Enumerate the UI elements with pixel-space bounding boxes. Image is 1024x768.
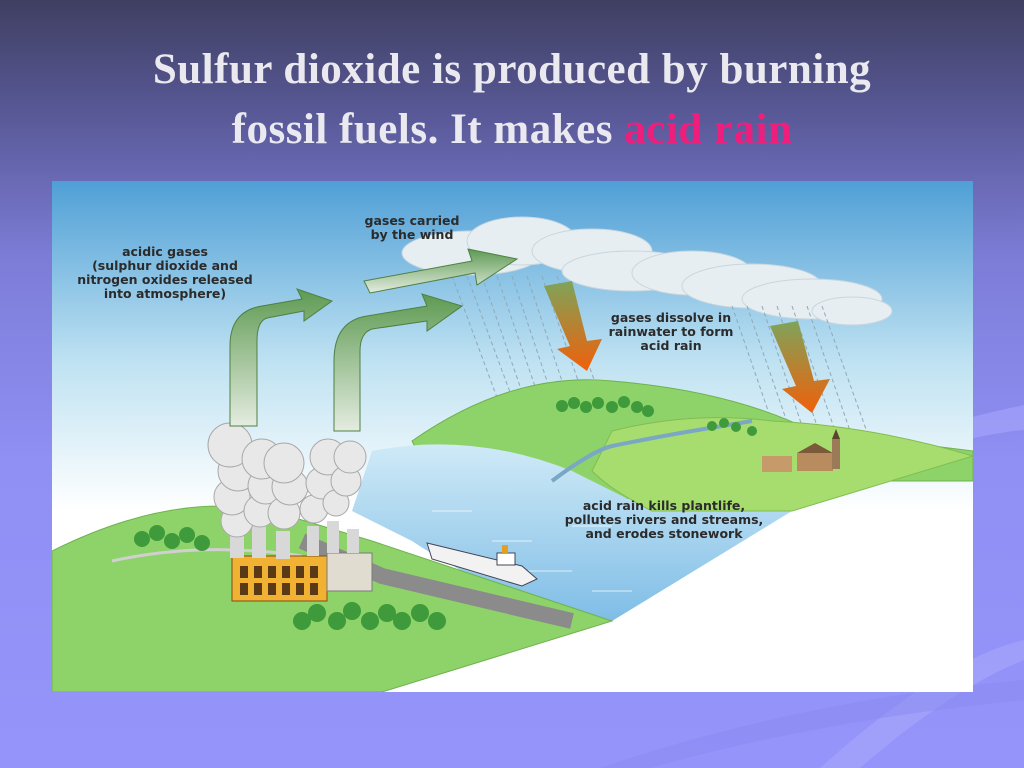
acid-rain-diagram: acidic gases (sulphur dioxide and nitrog… <box>52 181 973 692</box>
left-land <box>52 505 614 692</box>
gas-arrow-wind <box>363 248 519 294</box>
gas-arrow-left <box>229 288 334 427</box>
gas-arrow-middle <box>333 293 464 432</box>
smoke-plumes <box>207 422 367 538</box>
village-church <box>762 429 840 472</box>
forest-trees <box>556 396 757 436</box>
clouds <box>401 216 893 326</box>
label-acidic-gases: acidic gases (sulphur dioxide and nitrog… <box>77 244 253 301</box>
acid-rain-illustration <box>52 181 973 692</box>
title-line-1: Sulfur dioxide is produced by burning <box>152 46 872 93</box>
rain-arrow-left <box>544 281 602 371</box>
title-line-2: fossil fuels. It makes acid rain <box>60 100 964 160</box>
label-gases-dissolve: gases dissolve in rainwater to form acid… <box>608 310 734 353</box>
title-highlight-acid-rain: acid rain <box>624 106 793 153</box>
river-and-sea <box>352 444 792 621</box>
rain-arrow-right <box>770 321 830 413</box>
label-gases-carried: gases carried by the wind <box>364 213 460 242</box>
power-plant <box>230 521 373 602</box>
winding-river <box>550 419 753 483</box>
left-trees <box>134 525 446 630</box>
ship <box>426 542 538 587</box>
slide-title: Sulfur dioxide is produced by burning fo… <box>60 40 964 160</box>
title-line-2-prefix: fossil fuels. It makes <box>231 106 625 153</box>
label-acid-rain-effects: acid rain kills plantlife, pollutes rive… <box>564 498 764 541</box>
